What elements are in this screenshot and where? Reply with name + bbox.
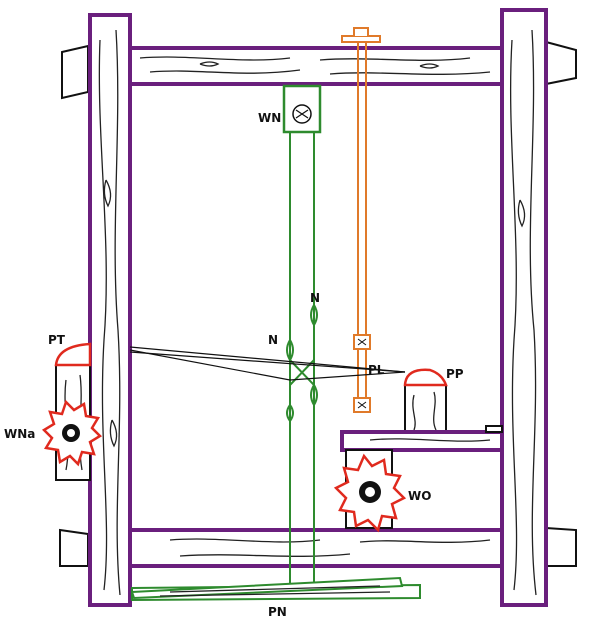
label-wn: WN	[258, 111, 281, 125]
left-post	[88, 13, 132, 607]
label-n-left: N	[268, 333, 278, 347]
label-pt: PT	[48, 333, 66, 347]
label-pp: PP	[446, 367, 464, 381]
cloth-beam-support-pp	[403, 368, 448, 433]
treadle-cord	[341, 27, 381, 413]
treadles-pn	[130, 576, 421, 602]
label-pl: PL	[368, 363, 385, 377]
label-wna: WNa	[4, 427, 35, 441]
right-post	[500, 8, 548, 607]
warp-threads	[129, 346, 406, 381]
ratchet-wheel-wna	[41, 399, 103, 467]
lower-beam	[59, 526, 577, 568]
label-wo: WO	[408, 489, 431, 503]
label-n-upper: N	[310, 291, 320, 305]
label-pn: PN	[268, 605, 287, 619]
heddle-pulley-wn	[282, 84, 322, 134]
heddle-cords	[286, 132, 318, 585]
ratchet-wheel-wo	[333, 453, 407, 533]
